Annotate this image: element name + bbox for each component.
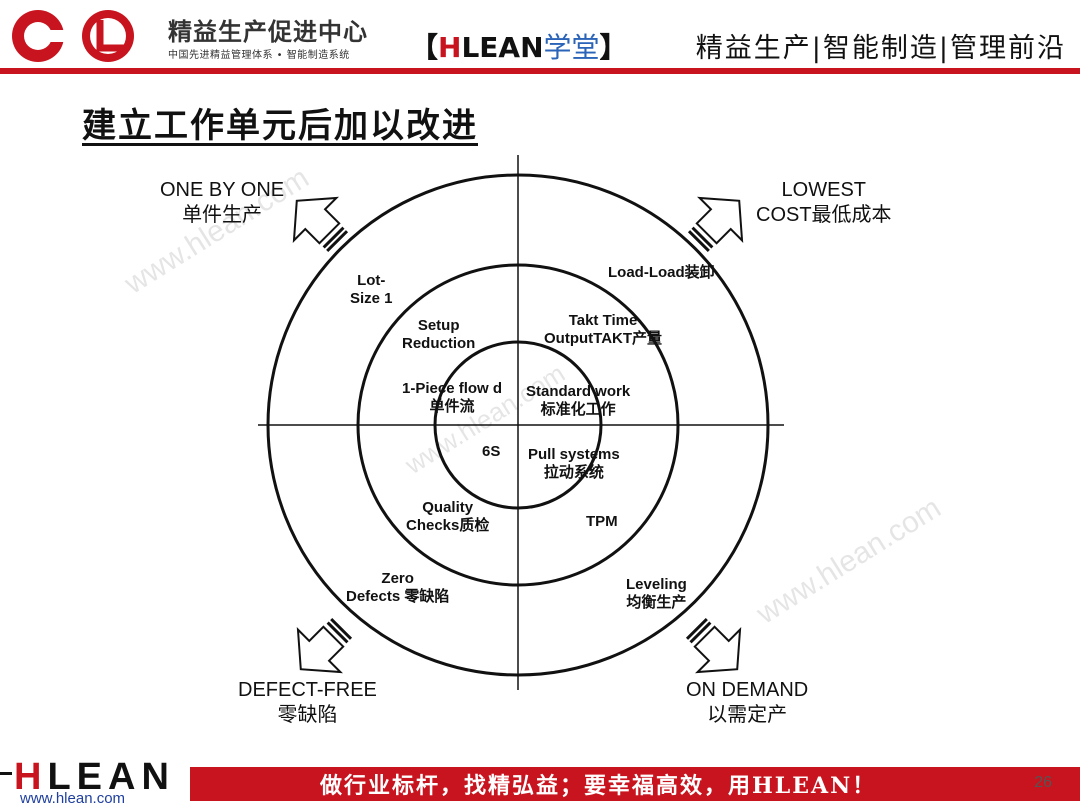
tag-h: H xyxy=(438,31,462,64)
page-number: 26 xyxy=(1034,774,1052,791)
label-line: Standard work xyxy=(526,383,631,400)
label-line: Setup xyxy=(417,317,460,334)
label-line: 标准化工作 xyxy=(540,401,616,418)
arrow-top-left-icon xyxy=(292,196,349,253)
header-divider xyxy=(0,68,1080,74)
footer-logo-lean: LEAN xyxy=(47,756,175,798)
tag-lean: LEAN xyxy=(461,31,544,64)
label-standard-work: Standard work 标准化工作 xyxy=(526,383,630,419)
label-one-piece-flow: 1-Piece flow d 单件流 xyxy=(402,380,502,416)
brand-subtitle: 中国先进精益管理体系 • 智能制造系统 xyxy=(168,50,350,61)
label-line: Leveling xyxy=(626,576,687,593)
corner-cn: 单件生产 xyxy=(182,204,263,226)
label-6s: 6S xyxy=(482,443,501,460)
label-zero-defects: Zero Defects 零缺陷 xyxy=(346,570,449,606)
label-line: Zero xyxy=(381,570,414,587)
label-line: Quality xyxy=(422,499,474,516)
corner-en: DEFECT-FREE xyxy=(238,679,377,701)
label-quality-checks: Quality Checks质检 xyxy=(406,499,489,535)
label-line: Takt Time xyxy=(568,312,638,329)
tag-cn: 学堂 xyxy=(543,31,600,64)
header-slogan: 精益生产|智能制造|管理前沿 xyxy=(695,33,1066,64)
arrow-top-right-icon xyxy=(687,196,744,253)
corner-label-bottom-left: DEFECT-FREE 零缺陷 xyxy=(238,678,377,728)
hlean-school-tag: 【HLEAN学堂】 xyxy=(410,26,628,66)
corner-label-top-right: LOWEST COST最低成本 xyxy=(756,178,892,228)
label-line: Reduction xyxy=(402,335,476,352)
label-line: Defects 零缺陷 xyxy=(346,588,450,605)
corner-cn: 以需定产 xyxy=(707,704,788,726)
corner-en: ON DEMAND xyxy=(686,679,809,701)
footer-website-link[interactable]: www.hlean.com xyxy=(20,790,126,807)
label-pull-systems: Pull systems 拉动系统 xyxy=(528,446,620,482)
label-takt-time: Takt Time OutputTAKT产量 xyxy=(544,312,662,348)
footer-logo-h: H xyxy=(14,756,48,798)
label-line: Pull systems xyxy=(528,446,620,463)
footer-rule xyxy=(0,772,12,775)
tag-bracket-close: 】 xyxy=(599,31,628,64)
arrow-bottom-left-icon xyxy=(296,617,353,674)
corner-cn: 零缺陷 xyxy=(277,704,338,726)
label-line: Size 1 xyxy=(350,290,393,307)
corner-en: ONE BY ONE xyxy=(160,179,285,201)
label-setup-reduction: Setup Reduction xyxy=(402,317,475,353)
label-line: 拉动系统 xyxy=(543,464,604,481)
label-line: 单件流 xyxy=(429,398,475,415)
brand-name: 精益生产促进中心 xyxy=(168,17,368,46)
label-line: 1-Piece flow d xyxy=(402,380,503,397)
header-bar: 精益生产促进中心 中国先进精益管理体系 • 智能制造系统 【HLEAN学堂】 精… xyxy=(0,0,1080,78)
arrow-bottom-right-icon xyxy=(685,617,742,674)
label-tpm: TPM xyxy=(586,513,618,530)
label-leveling: Leveling 均衡生产 xyxy=(626,576,687,612)
tag-bracket-open: 【 xyxy=(410,31,439,64)
slide-title: 建立工作单元后加以改进 xyxy=(82,106,478,146)
label-lot-size: Lot- Size 1 xyxy=(350,272,393,308)
footer-slogan: 做行业标杆，找精弘益；要幸福高效，用HLEAN！ xyxy=(320,773,877,799)
footer-banner xyxy=(190,767,1080,801)
label-load-load: Load-Load装卸 xyxy=(608,264,715,281)
label-line: Checks质检 xyxy=(406,517,490,534)
label-line: Lot- xyxy=(357,272,386,289)
label-line: 均衡生产 xyxy=(626,594,687,611)
corner-en: LOWEST xyxy=(781,179,866,201)
company-logo-icon xyxy=(12,10,134,62)
corner-label-top-left: ONE BY ONE 单件生产 xyxy=(160,178,284,228)
corner-cn: COST最低成本 xyxy=(756,204,892,226)
corner-label-bottom-right: ON DEMAND 以需定产 xyxy=(686,678,808,728)
label-line: OutputTAKT产量 xyxy=(544,330,663,347)
footer-hlean-logo: HLEAN xyxy=(14,756,175,799)
